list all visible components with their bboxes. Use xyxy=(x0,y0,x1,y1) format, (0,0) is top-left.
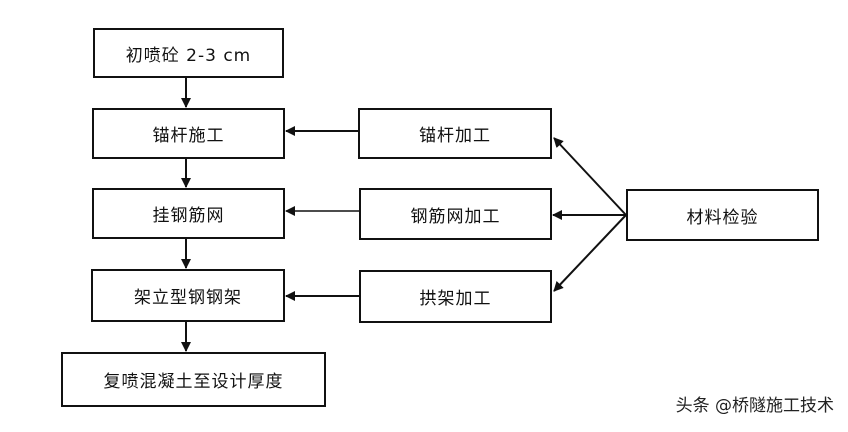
material-check-label: 材料检验 xyxy=(686,207,759,228)
arrow-check-to-archp xyxy=(553,214,627,292)
bolt-construction-box: 锚杆施工 xyxy=(92,108,285,159)
initial-spray-box: 初喷砼 2-3 cm xyxy=(93,28,284,78)
bolt-processing-label: 锚杆加工 xyxy=(419,126,491,146)
erect-arch-box: 架立型钢钢架 xyxy=(91,269,285,322)
hang-mesh-box: 挂钢筋网 xyxy=(92,188,285,239)
arch-processing-box: 拱架加工 xyxy=(359,270,552,323)
watermark-text: 头条 @桥隧施工技术 xyxy=(675,396,834,416)
hang-mesh-label: 挂钢筋网 xyxy=(152,206,225,226)
erect-arch-label: 架立型钢钢架 xyxy=(134,288,242,308)
mesh-processing-box: 钢筋网加工 xyxy=(359,188,552,240)
arch-processing-label: 拱架加工 xyxy=(419,289,492,309)
material-check-box: 材料检验 xyxy=(626,189,819,241)
arrow-check-to-boltp xyxy=(553,137,627,216)
bolt-processing-box: 锚杆加工 xyxy=(358,108,552,159)
bolt-construction-label: 锚杆施工 xyxy=(152,126,225,146)
initial-spray-label: 初喷砼 2-3 cm xyxy=(125,45,252,66)
final-spray-box: 复喷混凝土至设计厚度 xyxy=(61,352,326,407)
mesh-processing-label: 钢筋网加工 xyxy=(410,206,501,227)
final-spray-label: 复喷混凝土至设计厚度 xyxy=(103,372,284,392)
